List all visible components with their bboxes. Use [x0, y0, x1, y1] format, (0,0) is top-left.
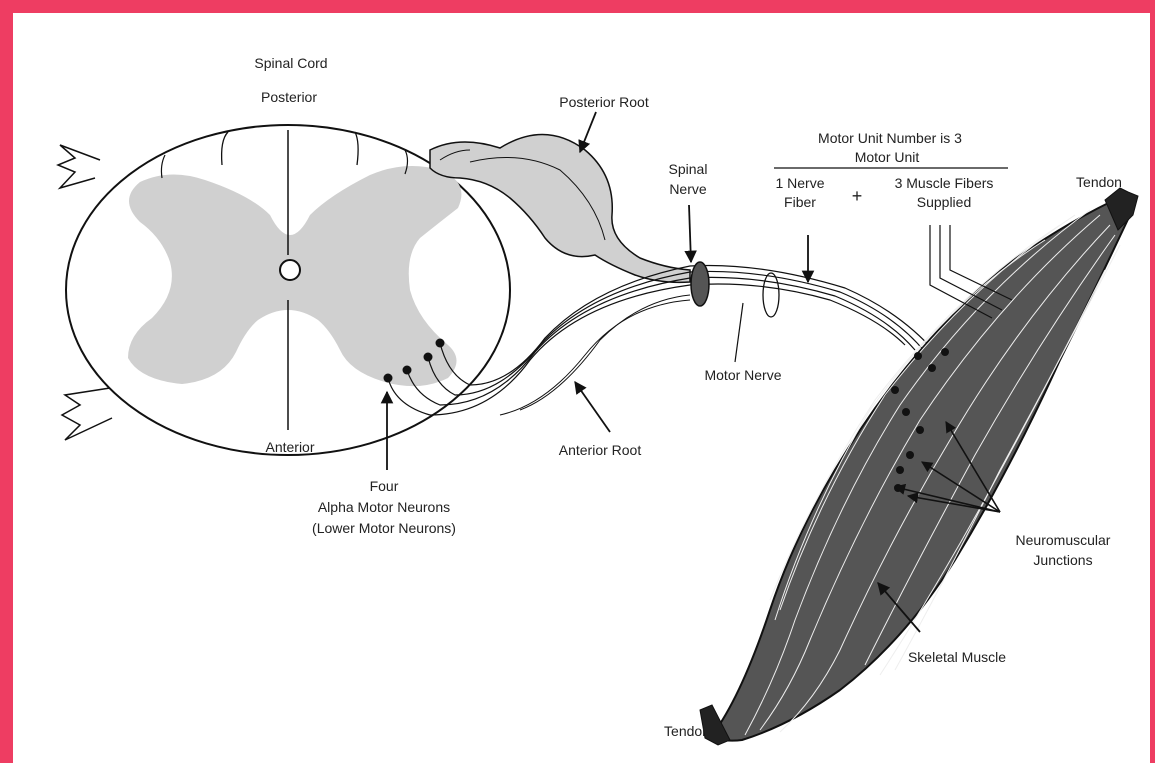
- label-muscle-fibers-1: 3 Muscle Fibers: [895, 175, 994, 191]
- label-spinal-nerve-2: Nerve: [669, 181, 707, 197]
- label-spinal-cord: Spinal Cord: [254, 55, 327, 71]
- label-tendon-bottom: Tendon: [664, 723, 710, 739]
- label-motor-unit-number: Motor Unit Number is 3: [818, 130, 962, 146]
- spinal-nerve-ring: [691, 262, 709, 306]
- label-skeletal-muscle: Skeletal Muscle: [908, 649, 1006, 665]
- label-spinal-nerve-1: Spinal: [669, 161, 708, 177]
- label-nerve-fiber-1: 1 Nerve: [775, 175, 824, 191]
- label-four: Four: [370, 478, 399, 494]
- label-neuromuscular-2: Junctions: [1033, 552, 1092, 568]
- label-motor-unit: Motor Unit: [855, 149, 920, 165]
- label-lower-motor-neurons: (Lower Motor Neurons): [312, 520, 456, 536]
- posterior-root-arrow: [580, 112, 596, 152]
- label-tendon-top: Tendon: [1076, 174, 1122, 190]
- label-motor-nerve: Motor Nerve: [704, 367, 781, 383]
- label-nerve-fiber-2: Fiber: [784, 194, 816, 210]
- anterior-root-arrow: [575, 382, 610, 432]
- motor-nerve-pointer: [735, 303, 743, 362]
- label-alpha-motor-neurons: Alpha Motor Neurons: [318, 499, 450, 515]
- cord-cut-top: [58, 145, 100, 188]
- label-posterior: Posterior: [261, 89, 317, 105]
- label-plus: +: [852, 186, 863, 206]
- label-anterior-root: Anterior Root: [559, 442, 642, 458]
- label-muscle-fibers-2: Supplied: [917, 194, 972, 210]
- spinal-nerve-arrow: [689, 205, 691, 262]
- motor-nerve-ring: [763, 273, 779, 317]
- label-posterior-root: Posterior Root: [559, 94, 649, 110]
- label-anterior: Anterior: [265, 439, 314, 455]
- cord-cut-bottom: [62, 388, 112, 440]
- label-neuromuscular-1: Neuromuscular: [1016, 532, 1111, 548]
